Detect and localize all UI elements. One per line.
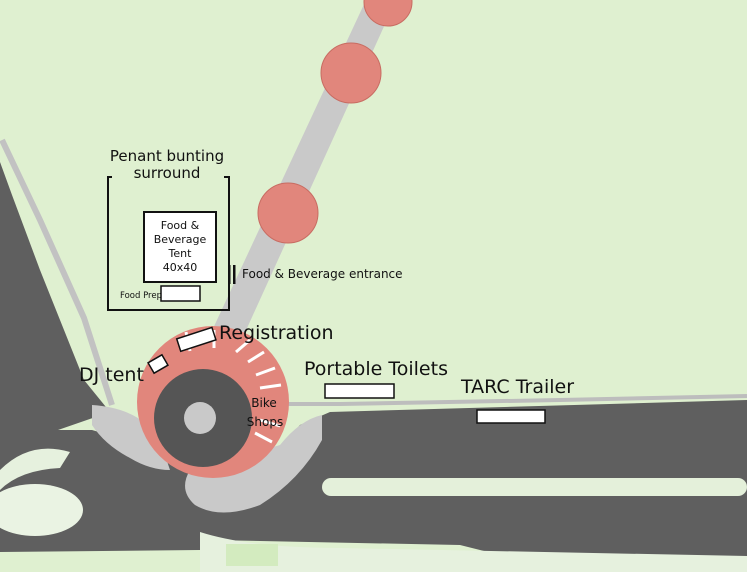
tree xyxy=(363,0,413,27)
portable-toilets-label: Portable Toilets xyxy=(304,358,448,380)
bike-shops-label-line1: Bike xyxy=(251,396,276,410)
tent-label-line2: Beverage xyxy=(154,233,207,246)
median-bottom-left xyxy=(0,484,83,536)
road-curb xyxy=(280,394,747,406)
registration-booth xyxy=(175,326,217,353)
registration-label: Registration xyxy=(219,322,334,344)
median-left xyxy=(0,448,70,490)
tent-label-line3: Tent xyxy=(168,247,193,260)
bike-shops-label-line2: Shops xyxy=(247,415,283,429)
pennant-label-line2: surround xyxy=(134,164,201,182)
tarc-trailer-label: TARC Trailer xyxy=(460,376,574,398)
entrance-marker xyxy=(233,265,236,284)
tarc-trailer xyxy=(476,409,546,424)
tree xyxy=(320,42,382,104)
median-bottom-strip xyxy=(200,532,747,572)
left-road-curb xyxy=(0,138,115,406)
food-beverage-tent xyxy=(143,211,217,283)
median-long xyxy=(322,478,747,496)
traffic-islands xyxy=(0,405,747,572)
green-patch xyxy=(226,544,278,566)
tent-label-line4: 40x40 xyxy=(163,261,198,274)
label-bg xyxy=(112,146,224,182)
food-prep-area xyxy=(160,285,201,302)
pennant-label-line1: Penant bunting xyxy=(110,147,224,165)
left-road xyxy=(0,162,110,430)
trees xyxy=(257,0,413,244)
food-prep-label: Food Prep xyxy=(120,291,162,301)
tent-label-line1: Food & xyxy=(161,219,200,232)
median-right-curve xyxy=(92,405,170,470)
plaza-center xyxy=(184,402,216,434)
plaza xyxy=(137,326,289,478)
portable-toilets xyxy=(324,383,395,399)
dj-tent-label: DJ tent xyxy=(79,364,144,386)
dj-tent xyxy=(147,353,169,375)
entrance-label: Food & Beverage entrance xyxy=(242,267,403,281)
tree xyxy=(257,182,319,244)
entrance-marker xyxy=(228,265,231,284)
